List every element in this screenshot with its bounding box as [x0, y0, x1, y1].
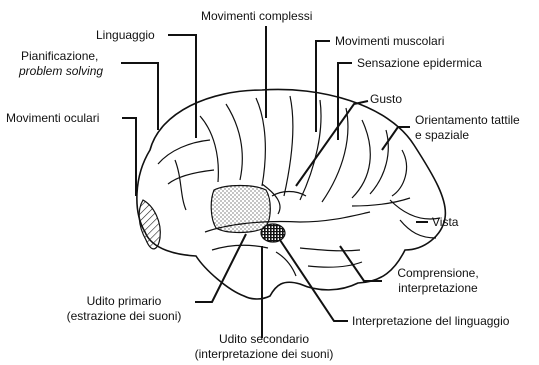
label-comprensione-line1: Comprensione,: [386, 266, 490, 280]
region-interpretazione-linguaggio: [261, 224, 285, 242]
label-pianificazione-line1: Pianificazione,: [21, 49, 98, 63]
label-interpretazione-linguaggio: Interpretazione del linguaggio: [352, 314, 509, 328]
label-udito-primario-line1: Udito primario: [54, 294, 194, 308]
label-udito-secondario-line2: (interpretazione dei suoni): [175, 347, 353, 361]
label-orientamento-line1: Orientamento tattile: [415, 113, 520, 127]
label-pianificazione-line2: problem solving: [19, 64, 103, 78]
region-linguaggio: [211, 186, 270, 233]
label-comprensione-line2: interpretazione: [386, 281, 490, 295]
label-orientamento-line2: e spaziale: [415, 128, 469, 142]
label-movimenti-muscolari: Movimenti muscolari: [335, 34, 444, 48]
label-vista: Vista: [432, 215, 458, 229]
label-udito-primario-line2: (estrazione dei suoni): [54, 309, 194, 323]
label-movimenti-oculari: Movimenti oculari: [6, 111, 99, 125]
label-movimenti-complessi: Movimenti complessi: [201, 9, 312, 23]
label-udito-secondario-line1: Udito secondario: [175, 332, 353, 346]
label-linguaggio: Linguaggio: [96, 28, 155, 42]
label-gusto: Gusto: [370, 92, 402, 106]
label-sensazione-epidermica: Sensazione epidermica: [357, 56, 482, 70]
